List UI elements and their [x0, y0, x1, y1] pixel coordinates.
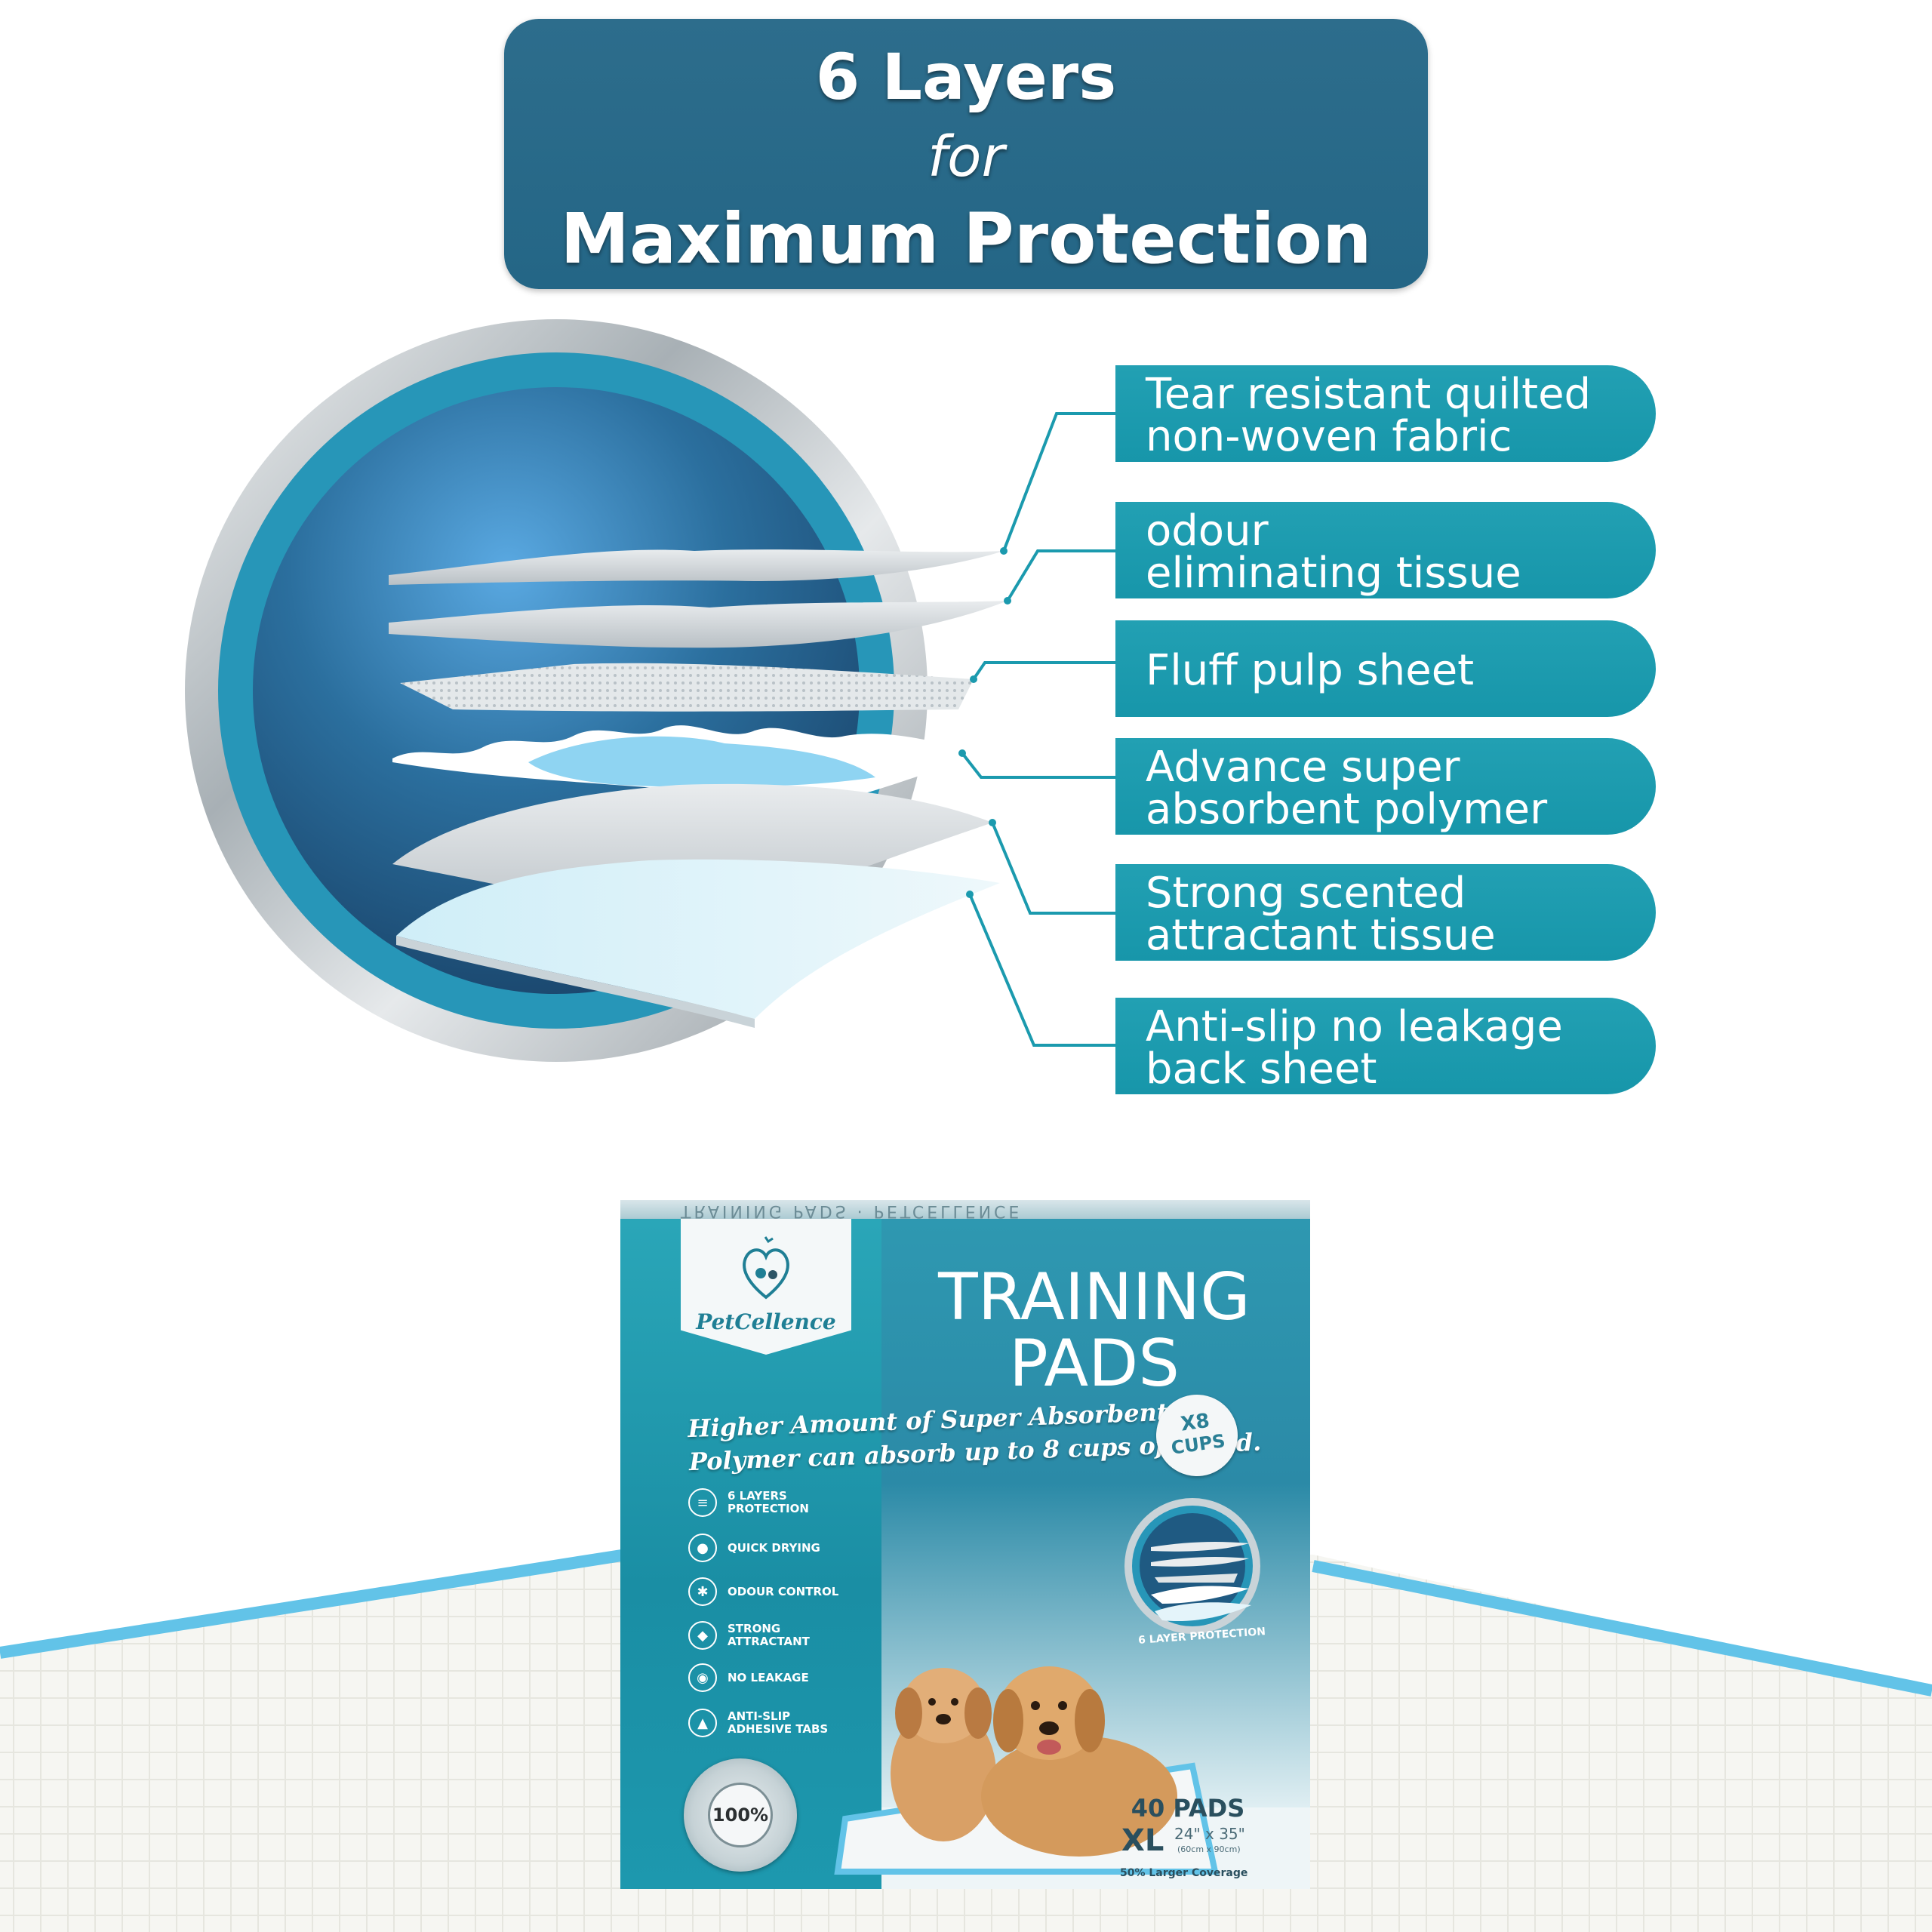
layer-label-5: Strong scented attractant tissue: [1115, 864, 1656, 961]
layer-sheet-6: [396, 859, 1000, 1019]
layer-label-6-text: Anti-slip no leakage back sheet: [1146, 1002, 1563, 1094]
feature-item: ✱ ODOUR CONTROL: [688, 1577, 838, 1606]
title-line-2: for: [928, 125, 1004, 189]
package-title-line-1: TRAINING: [938, 1260, 1251, 1335]
pad-size: XL: [1121, 1823, 1164, 1858]
coverage-note: 50% Larger Coverage: [1120, 1867, 1248, 1879]
feature-item: ◉ NO LEAKAGE: [688, 1663, 809, 1692]
shield-icon: ◉: [688, 1663, 717, 1692]
pad-edge-right: [1312, 1560, 1932, 1697]
quality-seal-center: 100%: [708, 1783, 773, 1847]
layer-label-3-text: Fluff pulp sheet: [1146, 646, 1475, 695]
layer-label-4: Advance super absorbent polymer: [1115, 738, 1656, 835]
brand-logo-tag: PetCellence: [681, 1219, 851, 1355]
connector-1: [1002, 412, 1115, 552]
title-line-3: Maximum Protection: [560, 198, 1372, 279]
connector-2: [1006, 549, 1115, 602]
layer-label-6: Anti-slip no leakage back sheet: [1115, 998, 1656, 1094]
layer-label-2-text: odour eliminating tissue: [1146, 506, 1521, 598]
layer-label-3: Fluff pulp sheet: [1115, 620, 1656, 717]
layer-sheet-5: [392, 783, 992, 932]
connector-4: [961, 752, 1115, 779]
feature-item: ▲ ANTI-SLIP ADHESIVE TABS: [688, 1709, 828, 1737]
layer-sheet-1: [389, 549, 1004, 585]
layer-label-5-text: Strong scented attractant tissue: [1146, 869, 1496, 960]
dogs-on-pad-image: [834, 1666, 1219, 1875]
feature-item: ● QUICK DRYING: [688, 1534, 820, 1562]
connector-3: [972, 661, 1115, 681]
layer-diagram: [185, 319, 1115, 1062]
dog-head-icon: ◆: [688, 1621, 717, 1650]
layer-gel: [528, 736, 875, 787]
odour-icon: ✱: [688, 1577, 717, 1606]
pad-dimensions-metric: (60cm x 90cm): [1177, 1844, 1241, 1854]
quality-seal-percent: 100%: [712, 1804, 769, 1826]
connector-5: [991, 822, 1115, 915]
mini-layer-diagram: [1124, 1498, 1260, 1634]
layer-label-1-text: Tear resistant quilted non-woven fabric: [1146, 370, 1592, 461]
layer-label-1: Tear resistant quilted non-woven fabric: [1115, 365, 1656, 462]
brand-name: PetCellence: [696, 1309, 836, 1334]
layers-icon: ≡: [688, 1488, 717, 1517]
connector-6: [968, 894, 1115, 1047]
dog-icon: ▲: [688, 1709, 717, 1737]
pad-edge-left: [0, 1549, 628, 1659]
pad-dimensions: 24" x 35": [1174, 1825, 1245, 1843]
package-title-line-2: PADS: [1008, 1326, 1180, 1401]
feature-item: ◆ STRONG ATTRACTANT: [688, 1621, 810, 1650]
title-line-1: 6 Layers: [815, 40, 1117, 114]
layer-label-4-text: Advance super absorbent polymer: [1146, 743, 1548, 834]
title-banner: 6 Layers for Maximum Protection: [504, 19, 1428, 289]
pet-heart-icon: [743, 1236, 789, 1300]
layer-sheet-3: [400, 663, 974, 712]
layer-label-2: odour eliminating tissue: [1115, 502, 1656, 598]
pad-count: 40 PADS: [1131, 1794, 1245, 1823]
feature-item: ≡ 6 LAYERS PROTECTION: [688, 1488, 809, 1517]
layer-sheet-2: [389, 601, 1008, 648]
quality-seal: 100%: [684, 1758, 797, 1872]
drops-icon: ●: [688, 1534, 717, 1562]
